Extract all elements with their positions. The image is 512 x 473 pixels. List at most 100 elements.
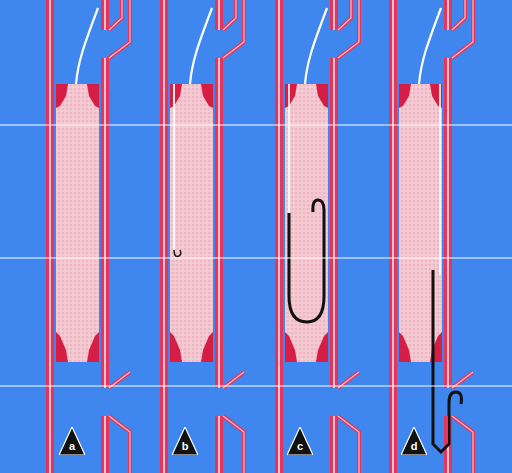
stent-end [170,84,182,108]
branch-vessel [338,416,359,473]
branch-vessel [223,0,236,30]
stent-end [87,84,99,108]
panel-letter: d [411,441,418,455]
branch-vessel [223,0,244,58]
guide-line [0,124,512,125]
vessel-wall [101,0,109,30]
stent-end [285,332,297,362]
vessel-wall [333,0,335,30]
vessel-wall [101,416,109,473]
label-triangle: a [59,427,85,455]
vessel-wall [104,58,106,388]
vessel-wall [218,416,220,473]
guide-wire [439,84,441,275]
guide-line [0,385,512,386]
stent-graft [56,84,99,362]
stent-graft [170,84,213,362]
triangle-shape [59,427,85,455]
vessel-wall [215,58,223,388]
vessel-wall [333,58,335,388]
loop-catheter [289,200,324,322]
branch-vessel [338,0,359,58]
vessel-wall [160,0,168,473]
guide-line [0,257,512,258]
stent-end [399,84,411,108]
delivery-wire [76,8,98,84]
stent-end [201,332,213,362]
label-triangle: c [287,427,313,455]
stent-graft [399,84,442,362]
vessel-wall [215,0,223,30]
panel-letter: b [182,441,189,455]
stent-graft [285,84,328,362]
vessel-wall [330,0,338,30]
vessel-wall [392,0,394,473]
vessel-wall [444,58,452,388]
vessel-wall [104,416,106,473]
label-triangle: b [172,427,198,455]
branch-vessel [109,0,122,30]
branch-vessel [452,0,465,30]
vessel-wall [104,0,106,30]
vessel-panel [275,0,359,473]
panel-letter: c [297,441,303,455]
vessel-wall [447,58,449,388]
triangle-shape [401,427,427,455]
vessel-panel [160,0,244,473]
vessel-wall [330,58,338,388]
branch-vessel [338,0,351,30]
label-triangle: d [401,427,427,455]
stent-end [87,332,99,362]
branch-vessel [109,416,130,473]
stent-end [285,84,297,108]
vessel-wall [49,0,51,473]
branch-vessel [452,0,473,58]
stent-end [201,84,213,108]
delivery-wire [305,8,327,84]
branch-vessel [223,416,244,473]
panel-letter: a [69,441,75,455]
branch-vessel [109,0,130,58]
vessel-wall [275,0,283,473]
vessel-wall [333,416,335,473]
branch-vessel [338,0,359,58]
vessel-wall [278,0,280,473]
loop-catheter [433,270,461,452]
guide-wire [288,84,290,215]
vessel-wall [46,0,54,473]
branch-vessel [338,416,359,473]
wire-hook [174,250,181,256]
vessel-wall [218,58,220,388]
vessel-wall [330,416,338,473]
vessel-wall [444,0,452,30]
branch-vessel [452,416,473,473]
branch-vessel [338,0,351,30]
delivery-wire [419,8,441,84]
delivery-wire [190,8,212,84]
branch-vessel [223,416,244,473]
branch-vessel [452,0,465,30]
guide-wire [174,84,181,257]
vessel-wall [215,416,223,473]
branch-vessel [223,0,236,30]
triangle-shape [287,427,313,455]
vessel-wall [389,0,397,473]
branch-vessel [223,0,244,58]
stent-end [399,332,411,362]
triangle-shape [172,427,198,455]
stent-end [56,84,68,108]
stent-end [316,332,328,362]
vessel-wall [101,58,109,388]
stent-end [316,84,328,108]
vessel-wall [163,0,165,473]
vessel-panel [389,0,473,473]
branch-vessel [109,416,130,473]
branch-vessel [452,416,473,473]
vessel-panel [46,0,130,473]
stent-end [56,332,68,362]
stent-end [170,332,182,362]
branch-vessel [109,0,122,30]
vessel-wall [218,0,220,30]
branch-vessel [109,0,130,58]
